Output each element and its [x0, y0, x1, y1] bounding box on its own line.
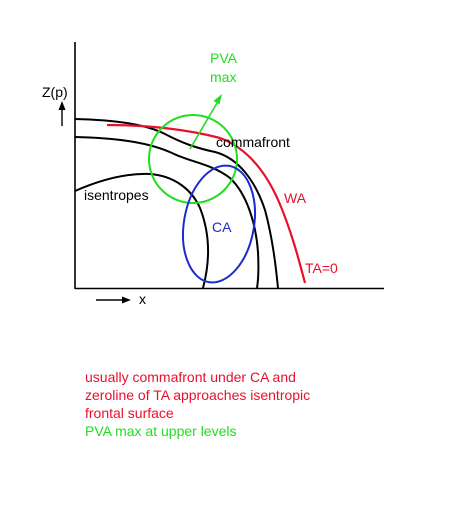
ta-zero-label: TA=0 [305, 260, 338, 276]
caption: usually commafront under CA and zeroline… [85, 368, 425, 440]
pva-arrow-icon [189, 94, 222, 150]
caption-line-3: frontal surface [85, 405, 174, 421]
pva-label-line2: max [210, 69, 236, 85]
isentrope-inner [74, 172, 209, 289]
isentrope-middle [74, 136, 260, 289]
caption-line-1: usually commafront under CA and [85, 369, 296, 385]
ca-label: CA [212, 219, 232, 235]
x-right-arrow-icon [96, 296, 131, 304]
pva-max-circle [148, 114, 238, 204]
ta-zero-line [106, 123, 307, 284]
z-up-arrow-icon [58, 101, 66, 126]
isentropes-label: isentropes [84, 187, 149, 203]
commafront-label: commafront [216, 134, 290, 150]
x-axis-label: x [139, 291, 146, 307]
z-axis-label: Z(p) [42, 84, 68, 100]
caption-line-2: zeroline of TA approaches isentropic [85, 387, 311, 403]
ca-ellipse [182, 164, 256, 284]
wa-label: WA [284, 190, 307, 206]
caption-line-4: PVA max at upper levels [85, 423, 237, 439]
pva-label-line1: PVA [210, 50, 238, 66]
